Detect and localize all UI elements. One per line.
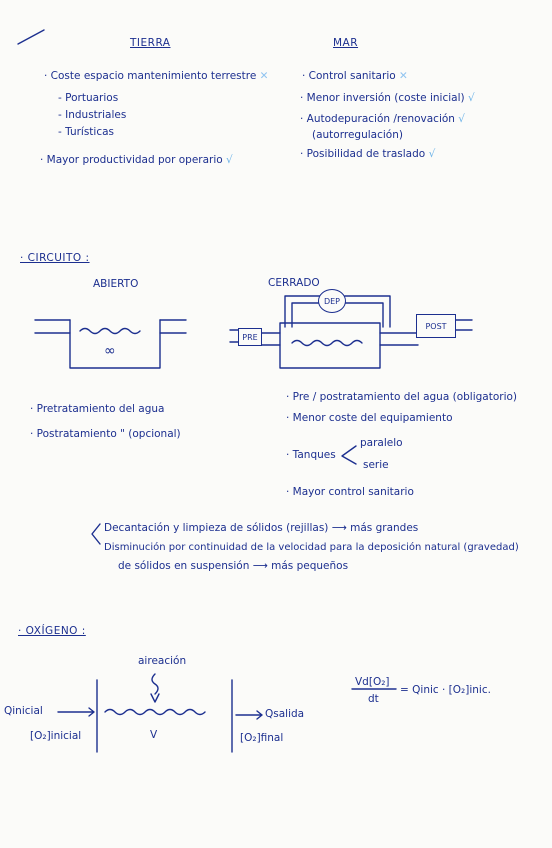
mar-item-autorregulacion: (autorregulación) <box>312 129 403 141</box>
o2-final-label: [O₂]final <box>240 732 284 744</box>
tierra-item-coste: · Coste espacio mantenimiento terrestre … <box>44 70 269 82</box>
cerrado-title: CERRADO <box>268 277 320 289</box>
q-salida-label: Qsalida <box>265 708 305 720</box>
decant-line-1: Decantación y limpieza de sólidos (rejil… <box>104 522 419 534</box>
tierra-item-portuarios: - Portuarios <box>58 92 119 104</box>
o2-inicial-label: [O₂]inicial <box>30 730 82 742</box>
circuito-heading: · CIRCUITO : <box>20 252 90 264</box>
pen-stroke <box>17 29 45 45</box>
abierto-title: ABIERTO <box>93 278 139 290</box>
abierto-note-pretratamiento: · Pretratamiento del agua <box>30 403 165 415</box>
cross-mark-icon: ✕ <box>399 70 408 82</box>
cerrado-note-coste: · Menor coste del equipamiento <box>286 412 453 424</box>
decant-line-2: Disminución por continuidad de la veloci… <box>104 542 519 553</box>
tierra-item-productividad: · Mayor productividad por operario √ <box>40 154 233 166</box>
pre-box: PRE <box>238 328 262 346</box>
mar-item-control: · Control sanitario ✕ <box>302 70 408 82</box>
mar-item-autodepuracion: · Autodepuración /renovación √ <box>300 113 465 125</box>
oxygen-tank-diagram <box>57 673 397 753</box>
equation-denominator: dt <box>368 693 379 705</box>
equation-rhs: = Qinic · [O₂]inic. <box>400 684 491 696</box>
cross-mark-icon: ✕ <box>259 70 269 82</box>
tierra-item-industriales: - Industriales <box>58 109 127 121</box>
check-mark-icon: √ <box>428 148 436 160</box>
abierto-note-postratamiento: · Postratamiento " (opcional) <box>30 428 181 440</box>
cerrado-note-paralelo: paralelo <box>360 437 403 449</box>
mar-item-traslado: · Posibilidad de traslado √ <box>300 148 436 160</box>
open-circuit-diagram <box>34 319 187 369</box>
infinity-symbol: ∞ <box>104 343 116 359</box>
equation-numerator: Vd[O₂] <box>355 676 390 688</box>
tierra-item-turisticas: - Turísticas <box>58 126 115 138</box>
q-inicial-label: Qinicial <box>4 705 43 717</box>
aireacion-label: aireación <box>138 655 187 667</box>
check-mark-icon: √ <box>467 92 475 104</box>
mar-item-inversion: · Menor inversión (coste inicial) √ <box>300 92 475 104</box>
cerrado-note-pre-post: · Pre / postratamiento del agua (obligat… <box>286 391 518 403</box>
tierra-heading: TIERRA <box>130 37 171 49</box>
check-mark-icon: √ <box>226 154 233 166</box>
volume-label: V <box>150 729 158 741</box>
decant-line-3: de sólidos en suspensión ⟶ más pequeños <box>118 560 349 572</box>
cerrado-note-serie: serie <box>363 459 389 471</box>
cerrado-note-tanques: · Tanques <box>286 449 336 461</box>
check-mark-icon: √ <box>458 113 465 125</box>
mar-heading: MAR <box>333 37 359 49</box>
oxigeno-heading: · OXÍGENO : <box>18 625 86 637</box>
post-box: POST <box>416 314 456 338</box>
dep-circle: DEP <box>318 289 346 313</box>
cerrado-note-control: · Mayor control sanitario <box>286 486 414 498</box>
